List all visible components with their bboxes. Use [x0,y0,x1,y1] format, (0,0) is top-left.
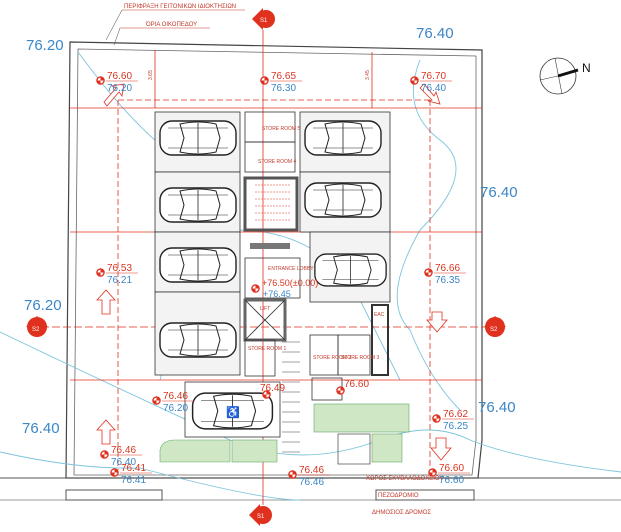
section-marker-s1-bottom: S1 [249,504,272,526]
proposed-level: 76.70 [421,71,446,82]
ground-level: 76.40 [478,399,516,416]
existing-level: 76.20 [107,83,132,94]
public-road-label: ΔΗΜΟΣΙΟΣ ΔΡΟΜΟΣ [372,510,431,516]
level-marker-icon [424,268,433,277]
level-marker-icon [96,268,105,277]
level-marker-icon [96,76,105,85]
car-icon [304,182,382,218]
proposed-level: 76.46 [163,391,188,402]
level-marker-icon [260,76,269,85]
spot-level-single: 76.49 [260,383,285,394]
room-label: STORE ROOM 1 [248,346,286,352]
dimension-label: 3.65 [148,70,154,80]
level-marker-icon [110,468,119,477]
section-marker-s1-top: S1 [252,8,275,30]
level-marker-icon [288,470,297,479]
proposed-level: 76.65 [271,71,296,82]
proposed-level: 76.66 [435,263,460,274]
north-arrow-icon: N [539,57,591,95]
level-marker-icon [152,396,161,405]
section-marker-s2-right: S2 [484,316,506,337]
proposed-level: 76.46 [299,465,324,476]
car-icon [159,120,237,156]
refuse-area-label: ΧΩΡΟΣ ΣΚΥΒΑΛΟΔΟΧΕΙΟΥ [366,476,443,482]
level-marker-icon [410,76,419,85]
lobby-existing-level: +76.45 [263,289,291,299]
level-marker-icon [432,414,441,423]
proposed-level: 76.46 [111,445,136,456]
existing-level: 76.35 [435,275,460,286]
car-icon [314,253,387,287]
stair [255,184,290,221]
spot-level-single: 76.60 [344,379,369,390]
proposed-level: 76.62 [443,409,468,420]
svg-text:S1: S1 [260,18,268,24]
plot-limits-label: ΌΡΙΑ ΟΙΚΟΠΕΔΟΥ [145,22,197,28]
pavement-label: ΠΕΖΟΔΡΟΜΙΟ [378,493,419,499]
room-label: ENTRANCE LOBBY [268,266,314,272]
stair-external [282,341,300,453]
proposed-level: 76.60 [107,71,132,82]
landscaping [159,403,410,463]
car-icon [159,322,237,358]
proposed-level: 76.53 [107,263,132,274]
svg-text:S1: S1 [257,514,265,520]
proposed-level: 76.60 [439,463,464,474]
existing-level: 76.46 [299,477,324,488]
svg-text:S2: S2 [32,327,40,333]
existing-level: 76.20 [163,403,188,414]
room-label: STORE ROOM 3 [341,355,379,361]
neighbour-fence-label: ΠΕΡΙΦΡΑΞΗ ΓΕΙΤΟΝΙΚΩΝ ΙΔΙΟΚΤΗΣΙΩΝ [124,4,236,10]
existing-level: 76.25 [443,421,468,432]
room-label: STORE ROOM 5 [262,126,300,132]
ground-level: 76.40 [480,184,518,201]
ground-level: 76.20 [26,37,64,54]
ground-level: 76.40 [416,25,454,42]
level-marker-icon [251,284,260,293]
refuse-enclosure [337,433,371,465]
level-marker-icon [428,468,437,477]
room-label: STORE ROOM 2 [313,355,351,361]
svg-text:S2: S2 [490,327,498,333]
existing-level: 76.60 [439,475,464,486]
ground-level: 76.40 [22,420,60,437]
svg-text:N: N [582,61,591,75]
plot-boundary [65,41,483,479]
car-icon [304,120,382,156]
building-core [243,111,389,401]
ground-level: 76.20 [24,297,62,314]
car-icon [159,187,237,223]
car-icon [159,247,237,283]
level-marker-icon [100,450,109,459]
wheelchair-icon: ♿ [226,406,240,419]
existing-level: 76.40 [421,83,446,94]
proposed-level: 76.41 [121,463,146,474]
lobby-level: +76.50(±0.00) [262,278,318,288]
room-label: LIFT [260,306,270,312]
room-label: STORE ROOM 4 [258,159,296,165]
existing-level: 76.21 [107,275,132,286]
street-lines [0,477,621,501]
existing-level: 76.40 [111,457,136,468]
room-label: EAC [374,312,385,318]
section-marker-s2-left: S2 [26,316,48,337]
dimension-label: 3.45 [365,70,371,80]
existing-level: 76.30 [271,83,296,94]
existing-level: 76.41 [121,475,146,486]
drainage-arrows [96,83,452,461]
